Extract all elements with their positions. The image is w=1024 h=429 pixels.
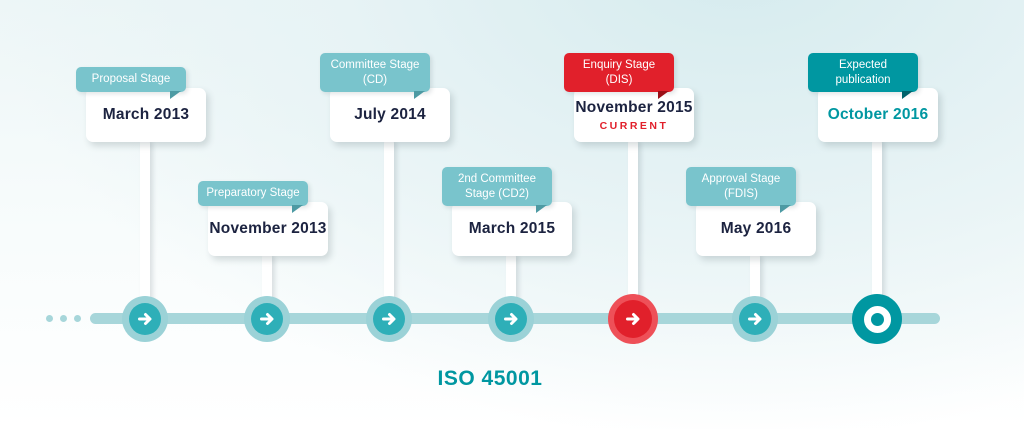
tab-fold — [658, 91, 669, 99]
iso-title: ISO 45001 — [437, 367, 543, 390]
stage-tab: Approval Stage (FDIS) — [686, 167, 796, 213]
marker-core — [495, 303, 527, 335]
stage-label-line1: 2nd Committee — [458, 173, 536, 186]
stage-card: March 2013 — [86, 88, 206, 142]
stage-card: May 2016 — [696, 202, 816, 256]
stage-tab: Enquiry Stage (DIS) — [564, 53, 674, 99]
arrow-right-icon — [504, 313, 518, 325]
stage-label-line1: Expected — [839, 59, 887, 72]
stage-date: July 2014 — [354, 106, 426, 123]
stage-tab: Proposal Stage — [76, 67, 186, 99]
connector-stem — [384, 138, 394, 322]
stage-tab: Preparatory Stage — [198, 181, 308, 213]
connector-stem — [750, 252, 760, 322]
timeline-marker — [244, 296, 290, 342]
stage-label-line1: Proposal Stage — [91, 73, 171, 86]
stage-label-line2: Stage (CD2) — [465, 187, 529, 200]
stage-date: March 2013 — [102, 106, 190, 123]
stage-card: October 2016 — [818, 88, 938, 142]
stage-label-line1: Approval Stage — [701, 173, 781, 186]
stage-tab: 2nd Committee Stage (CD2) — [442, 167, 552, 213]
current-label: CURRENT — [599, 119, 669, 132]
timeline-marker — [608, 294, 658, 344]
arrow-right-icon — [138, 313, 152, 325]
arrow-right-icon — [382, 313, 396, 325]
connector-stem — [140, 138, 150, 322]
stage-date: March 2015 — [468, 220, 556, 237]
arrow-right-icon — [626, 313, 640, 325]
marker-core — [251, 303, 283, 335]
tab-fold — [536, 205, 547, 213]
stage-date: November 2015 — [575, 98, 693, 116]
arrow-right-icon — [260, 313, 274, 325]
connector-stem — [506, 252, 516, 322]
timeline-marker — [488, 296, 534, 342]
stage-date: October 2016 — [827, 106, 929, 123]
tab-fold — [902, 91, 913, 99]
dot-icon — [46, 315, 53, 322]
stage-label-line1: Committee Stage — [330, 59, 420, 72]
connector-stem — [262, 252, 272, 322]
stage-card: November 2013 — [208, 202, 328, 256]
stage-label-line1: Enquiry Stage — [582, 59, 656, 72]
stage-date: May 2016 — [720, 220, 792, 237]
stage-label-line2: publication — [835, 73, 891, 86]
tab-fold — [292, 205, 303, 213]
tab-fold — [780, 205, 791, 213]
stage-label-line2: (FDIS) — [724, 187, 758, 200]
stage-label-line2: (CD) — [362, 73, 388, 86]
timeline-dots — [46, 315, 81, 322]
connector-stem — [628, 138, 638, 322]
connector-stem — [872, 138, 882, 322]
stage-tab: Committee Stage (CD) — [320, 53, 430, 99]
timeline-marker — [366, 296, 412, 342]
stage-card: March 2015 — [452, 202, 572, 256]
dot-icon — [60, 315, 67, 322]
marker-core — [373, 303, 405, 335]
stage-card: November 2015 CURRENT — [574, 88, 694, 142]
marker-core — [739, 303, 771, 335]
timeline-marker — [122, 296, 168, 342]
stage-date: November 2013 — [209, 220, 327, 237]
stage-label-line2: (DIS) — [605, 73, 633, 86]
tab-fold — [170, 91, 181, 99]
stage-card: July 2014 — [330, 88, 450, 142]
timeline-marker — [732, 296, 778, 342]
tab-fold — [414, 91, 425, 99]
marker-core — [129, 303, 161, 335]
marker-core — [614, 300, 652, 338]
arrow-right-icon — [748, 313, 762, 325]
stage-tab: Expected publication — [808, 53, 918, 99]
stage-label-line1: Preparatory Stage — [206, 187, 300, 200]
ring-icon — [863, 305, 891, 333]
timeline-marker — [852, 294, 902, 344]
dot-icon — [74, 315, 81, 322]
